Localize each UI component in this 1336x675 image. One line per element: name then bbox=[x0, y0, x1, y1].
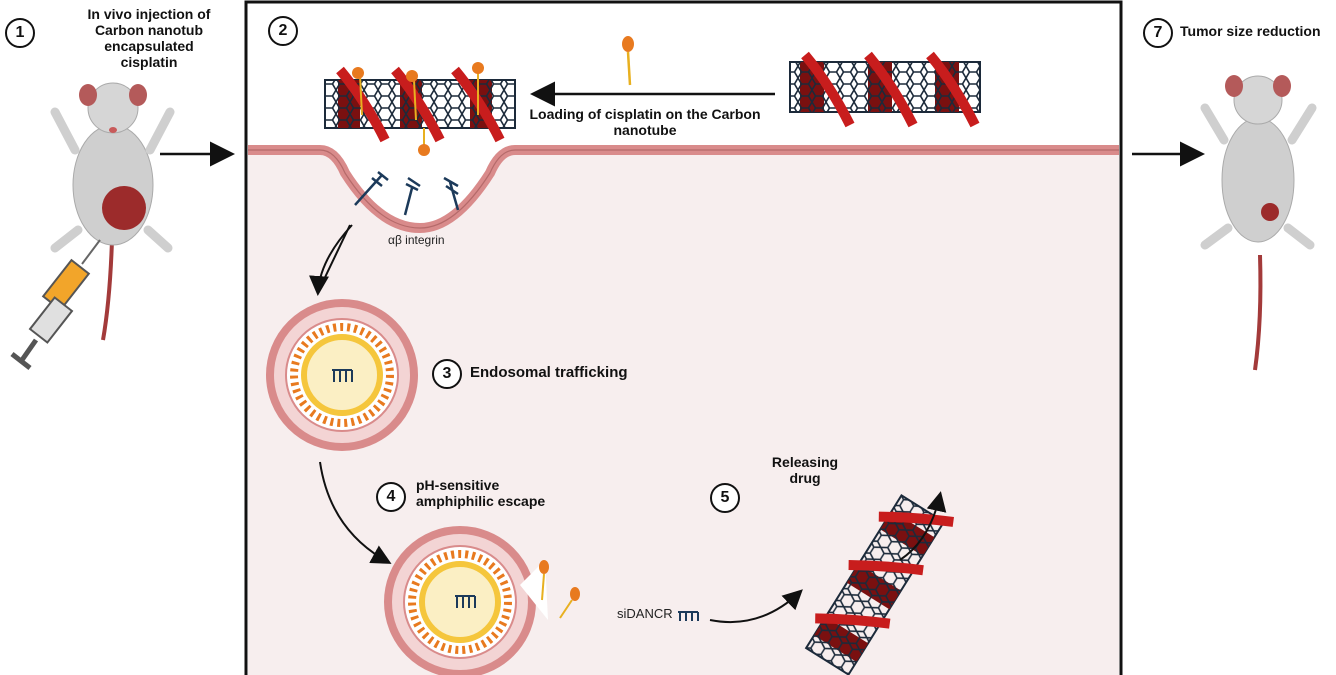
sirna-icon bbox=[678, 611, 699, 621]
injection-label: In vivo injection of Carbon nanotub enca… bbox=[87, 6, 211, 71]
step-3-number: 3 bbox=[432, 359, 462, 389]
arrow-release-out bbox=[899, 491, 947, 561]
step-1-number: 1 bbox=[5, 18, 35, 48]
integrin-label: αβ integrin bbox=[388, 233, 445, 247]
step-2-number: 2 bbox=[268, 16, 298, 46]
mouse-injected-icon bbox=[50, 82, 175, 341]
amphiphilic-escape-label: pH-sensitive amphiphilic escape bbox=[416, 477, 546, 510]
cell-membrane-line bbox=[248, 149, 1119, 229]
sirna-label: siDANCR bbox=[617, 606, 673, 621]
escaping-endosome-icon bbox=[384, 526, 580, 675]
mouse-treated-icon bbox=[1200, 75, 1317, 371]
tumor-reduction-label: Tumor size reduction bbox=[1180, 23, 1321, 39]
step-4-number: 4 bbox=[376, 482, 406, 512]
step-7-number: 7 bbox=[1143, 18, 1173, 48]
arrow-to-escape bbox=[319, 461, 392, 564]
releasing-drug-label: Releasing drug bbox=[771, 454, 839, 487]
releasing-nanotube-icon bbox=[804, 494, 954, 675]
syringe-icon bbox=[10, 239, 101, 370]
arrow-to-release bbox=[709, 589, 803, 624]
step-5-number: 5 bbox=[710, 483, 740, 513]
cisplatin-drug-icon bbox=[622, 36, 634, 86]
empty-nanotube-icon bbox=[789, 51, 981, 128]
endosome-icon bbox=[266, 299, 418, 451]
loaded-nanotube-icon bbox=[324, 62, 516, 156]
endosomal-trafficking-label: Endosomal trafficking bbox=[470, 364, 628, 381]
loading-label: Loading of cisplatin on the Carbon nanot… bbox=[529, 106, 761, 139]
integrin-receptors-icon bbox=[354, 171, 460, 216]
